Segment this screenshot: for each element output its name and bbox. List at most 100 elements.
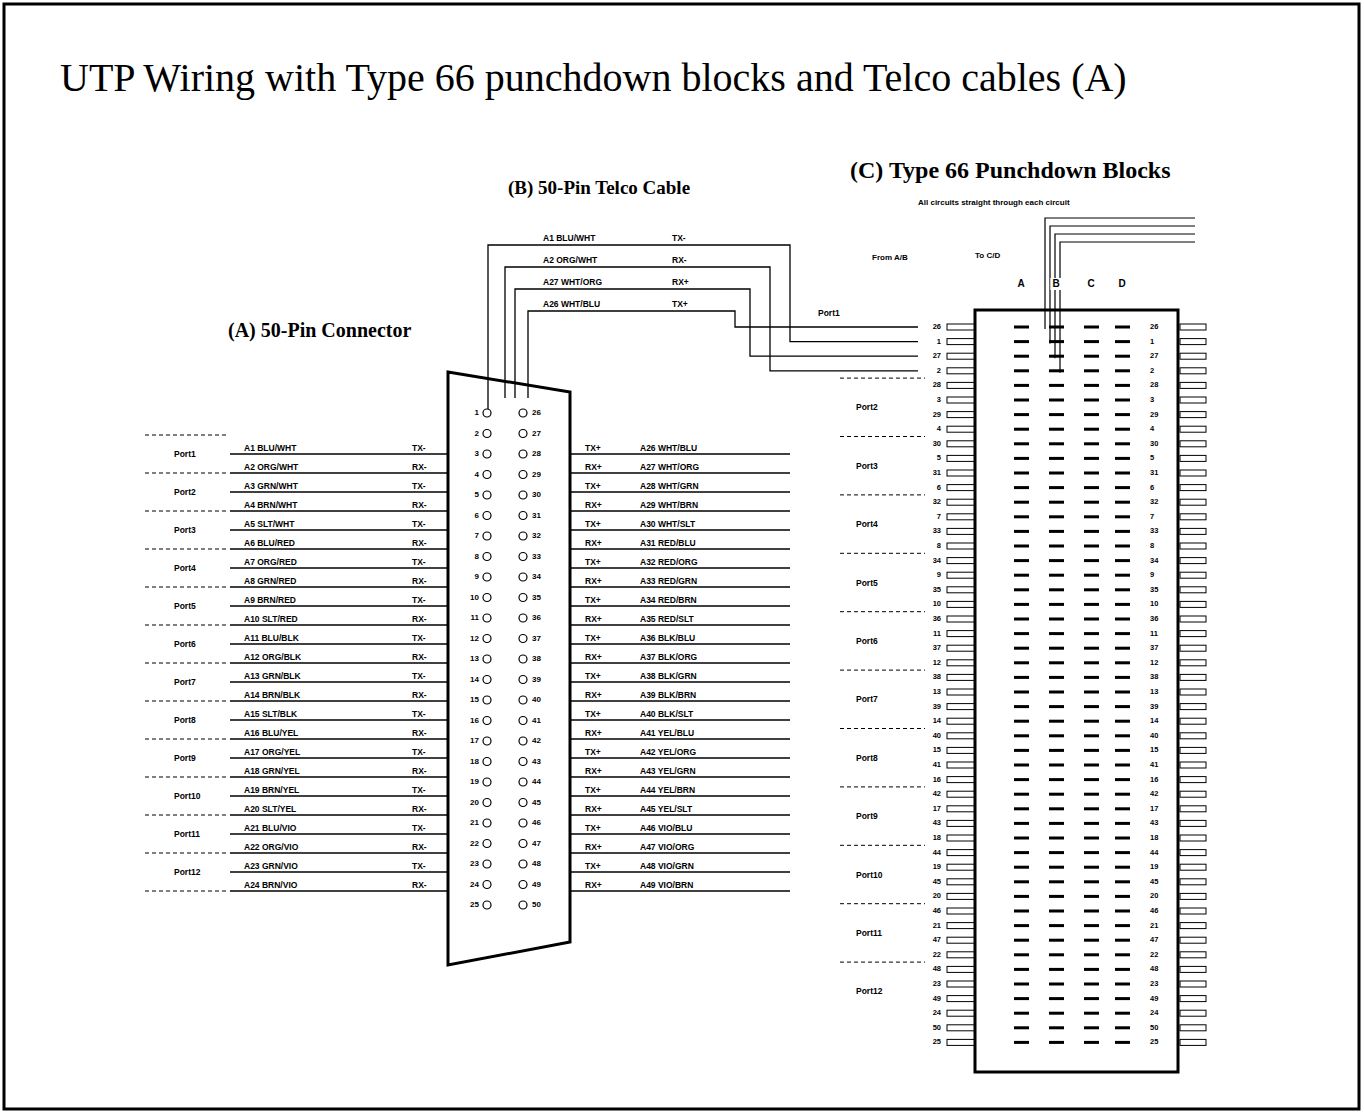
pin-number: 36 bbox=[933, 615, 941, 623]
port-divider bbox=[145, 473, 229, 474]
punch-clip bbox=[1084, 720, 1099, 723]
punch-clip bbox=[1115, 661, 1130, 664]
clip-tab bbox=[1180, 412, 1206, 418]
port-label: Port10 bbox=[856, 870, 882, 879]
signal-name: TX+ bbox=[585, 748, 601, 757]
punch-clip bbox=[1115, 545, 1130, 548]
punch-clip bbox=[1014, 588, 1029, 591]
clip-tab bbox=[947, 441, 974, 447]
signal-name: RX+ bbox=[585, 691, 602, 700]
clip-tab bbox=[947, 587, 974, 593]
pin-number: 28 bbox=[933, 382, 941, 390]
pin-number: 9 bbox=[1150, 571, 1154, 579]
pin-number: 31 bbox=[933, 469, 941, 477]
port-label: Port8 bbox=[856, 753, 878, 762]
pin-number: 5 bbox=[475, 491, 479, 499]
clip-tab bbox=[947, 528, 974, 534]
pin-number: 41 bbox=[1150, 761, 1158, 769]
punch-clip bbox=[1115, 618, 1130, 621]
signal-name: RX+ bbox=[585, 653, 602, 662]
punch-clip bbox=[1049, 953, 1064, 956]
pin-hole bbox=[483, 819, 491, 827]
pin-number: 12 bbox=[1150, 659, 1158, 667]
pin-number: 7 bbox=[475, 532, 479, 540]
signal-name: TX- bbox=[412, 596, 426, 605]
bridge-wire bbox=[1055, 234, 1195, 358]
wire-line bbox=[230, 890, 447, 891]
punch-clip bbox=[1115, 676, 1130, 679]
punch-clip bbox=[1014, 384, 1029, 387]
pin-number: 19 bbox=[1150, 863, 1158, 871]
wire-label: A6 BLU/RED bbox=[244, 539, 295, 548]
pin-number: 23 bbox=[933, 980, 941, 988]
punch-clip bbox=[1014, 968, 1029, 971]
punch-clip bbox=[1049, 939, 1064, 942]
wire-line bbox=[230, 453, 447, 454]
port-label: Port4 bbox=[856, 520, 878, 529]
clip-tab bbox=[947, 514, 974, 520]
pin-number: 29 bbox=[1150, 411, 1158, 419]
clip-tab bbox=[1180, 631, 1206, 637]
wire-label: A11 BLU/BLK bbox=[244, 634, 299, 643]
clip-tab bbox=[1180, 339, 1206, 345]
wire-line bbox=[571, 453, 790, 454]
punch-clip bbox=[1014, 413, 1029, 416]
clip-tab bbox=[1180, 368, 1206, 374]
pin-number: 17 bbox=[470, 737, 479, 745]
pin-hole bbox=[519, 635, 527, 643]
punch-clip bbox=[1084, 588, 1099, 591]
clip-tab bbox=[947, 806, 974, 812]
port-label: Port5 bbox=[856, 578, 878, 587]
port-divider bbox=[840, 903, 925, 904]
signal-name: RX- bbox=[412, 501, 427, 510]
pin-number: 8 bbox=[937, 542, 941, 550]
pin-number: 1 bbox=[475, 409, 479, 417]
wire-label: A26 WHT/BLU bbox=[543, 300, 600, 309]
punch-clip bbox=[1049, 983, 1064, 986]
pin-number: 44 bbox=[532, 778, 541, 786]
punch-clip bbox=[1014, 326, 1029, 329]
wire-line bbox=[571, 833, 790, 834]
clip-tab bbox=[947, 645, 974, 651]
pin-number: 35 bbox=[532, 594, 541, 602]
wire-label: A13 GRN/BLK bbox=[244, 672, 301, 681]
clip-tab bbox=[947, 747, 974, 753]
pin-hole bbox=[483, 696, 491, 704]
wire-line bbox=[571, 529, 790, 530]
pin-number: 28 bbox=[532, 450, 541, 458]
punch-clip bbox=[1084, 457, 1099, 460]
pin-number: 28 bbox=[1150, 382, 1158, 390]
signal-name: TX+ bbox=[585, 558, 601, 567]
pin-number: 24 bbox=[1150, 1009, 1158, 1017]
punch-clip bbox=[1014, 340, 1029, 343]
pin-number: 30 bbox=[933, 440, 941, 448]
punch-clip bbox=[1115, 1026, 1130, 1029]
clip-tab bbox=[947, 850, 974, 856]
pin-number: 49 bbox=[1150, 995, 1158, 1003]
punch-clip bbox=[1014, 778, 1029, 781]
punch-clip bbox=[1115, 866, 1130, 869]
signal-name: RX- bbox=[412, 729, 427, 738]
clip-tab bbox=[1180, 660, 1206, 666]
punch-clip bbox=[1115, 793, 1130, 796]
wire-label: A33 RED/GRN bbox=[640, 577, 697, 586]
punch-clip bbox=[1014, 545, 1029, 548]
punch-clip bbox=[1049, 515, 1064, 518]
pin-number: 38 bbox=[933, 674, 941, 682]
wire-label: A7 ORG/RED bbox=[244, 558, 297, 567]
punch-clip bbox=[1115, 369, 1130, 372]
punch-clip bbox=[1084, 647, 1099, 650]
pin-number: 24 bbox=[933, 1009, 941, 1017]
part-title: (C) Type 66 Punchdown Blocks bbox=[850, 158, 1171, 182]
pin-number: 33 bbox=[933, 528, 941, 536]
punch-clip bbox=[1115, 749, 1130, 752]
wire-line bbox=[230, 567, 447, 568]
clip-tab bbox=[947, 412, 974, 418]
signal-name: RX+ bbox=[585, 805, 602, 814]
clip-tab bbox=[947, 631, 974, 637]
wire-line bbox=[571, 814, 790, 815]
pin-number: 13 bbox=[470, 655, 479, 663]
pin-number: 1 bbox=[937, 338, 941, 346]
pin-number: 39 bbox=[1150, 703, 1158, 711]
pin-hole bbox=[483, 532, 491, 540]
